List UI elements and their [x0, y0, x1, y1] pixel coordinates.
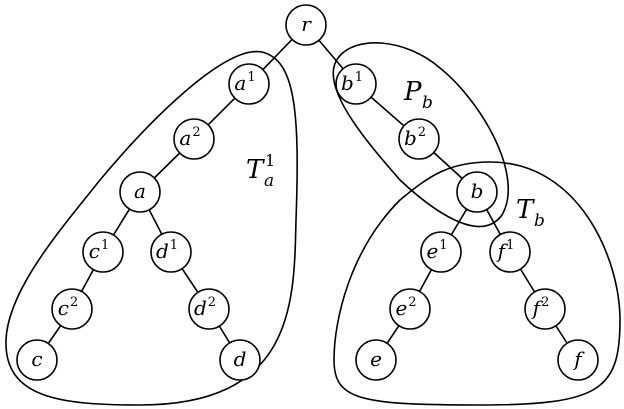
node-a1: a1: [228, 63, 270, 105]
node-circle-a2: [173, 118, 215, 160]
node-e: e: [355, 339, 397, 381]
node-a: a: [119, 171, 161, 213]
node-d: d: [219, 339, 261, 381]
region-label-text-Ta1: T: [246, 155, 265, 185]
node-f2: f2: [524, 288, 566, 330]
node-circle-b: [456, 171, 498, 213]
node-c2: c2: [51, 288, 93, 330]
node-superscript-e1: 1: [439, 238, 447, 253]
node-label-e: e: [370, 347, 382, 371]
region-T-b: [333, 161, 621, 406]
region-label-sub-Ta1: a: [264, 171, 274, 191]
node-circle-e2: [389, 288, 431, 330]
node-f: f: [557, 339, 599, 381]
regions-layer: [5, 42, 621, 406]
region-label-sub-Pb: b: [422, 93, 433, 113]
node-r: r: [285, 4, 327, 46]
node-circle-e1: [420, 231, 462, 273]
node-circle-c: [16, 339, 58, 381]
region-label-text-Tb: T: [516, 195, 535, 225]
region-label-sup-Ta1: 1: [265, 151, 275, 170]
node-label-b: b: [471, 179, 484, 203]
node-b1: b1: [335, 63, 377, 105]
node-a2: a2: [173, 118, 215, 160]
node-circle-c2: [51, 288, 93, 330]
region-P-b: [332, 42, 509, 228]
region-label-text-Pb: P: [403, 77, 422, 107]
region-T-a-1: [5, 50, 298, 406]
node-circle-d1: [150, 231, 192, 273]
node-circle-e: [355, 339, 397, 381]
node-d1: d1: [150, 231, 192, 273]
node-superscript-a1: 1: [247, 70, 255, 85]
node-circle-c1: [82, 231, 124, 273]
node-label-a: a: [134, 179, 146, 203]
node-circle-f2: [524, 288, 566, 330]
node-circle-r: [285, 4, 327, 46]
node-f1: f1: [489, 231, 531, 273]
node-superscript-f1: 1: [506, 238, 514, 253]
node-d2: d2: [188, 288, 230, 330]
node-b: b: [456, 171, 498, 213]
node-circle-d: [219, 339, 261, 381]
node-circle-b1: [335, 63, 377, 105]
node-superscript-c1: 1: [101, 238, 109, 253]
node-c: c: [16, 339, 58, 381]
node-superscript-b2: 2: [418, 125, 426, 140]
node-circle-b2: [398, 118, 440, 160]
node-superscript-c2: 2: [70, 295, 78, 310]
node-superscript-b1: 1: [355, 70, 363, 85]
node-superscript-e2: 2: [408, 295, 416, 310]
node-superscript-a2: 2: [192, 125, 200, 140]
node-b2: b2: [398, 118, 440, 160]
node-label-d: d: [234, 347, 247, 371]
node-label-r: r: [301, 12, 312, 36]
node-label-c: c: [31, 347, 42, 371]
region-label-sub-Tb: b: [534, 211, 545, 231]
node-c1: c1: [82, 231, 124, 273]
node-e1: e1: [420, 231, 462, 273]
node-circle-f: [557, 339, 599, 381]
node-circle-a1: [228, 63, 270, 105]
node-superscript-d2: 2: [208, 295, 216, 310]
node-circle-d2: [188, 288, 230, 330]
node-e2: e2: [389, 288, 431, 330]
node-superscript-f2: 2: [541, 295, 549, 310]
node-superscript-d1: 1: [170, 238, 178, 253]
node-circle-f1: [489, 231, 531, 273]
node-circle-a: [119, 171, 161, 213]
